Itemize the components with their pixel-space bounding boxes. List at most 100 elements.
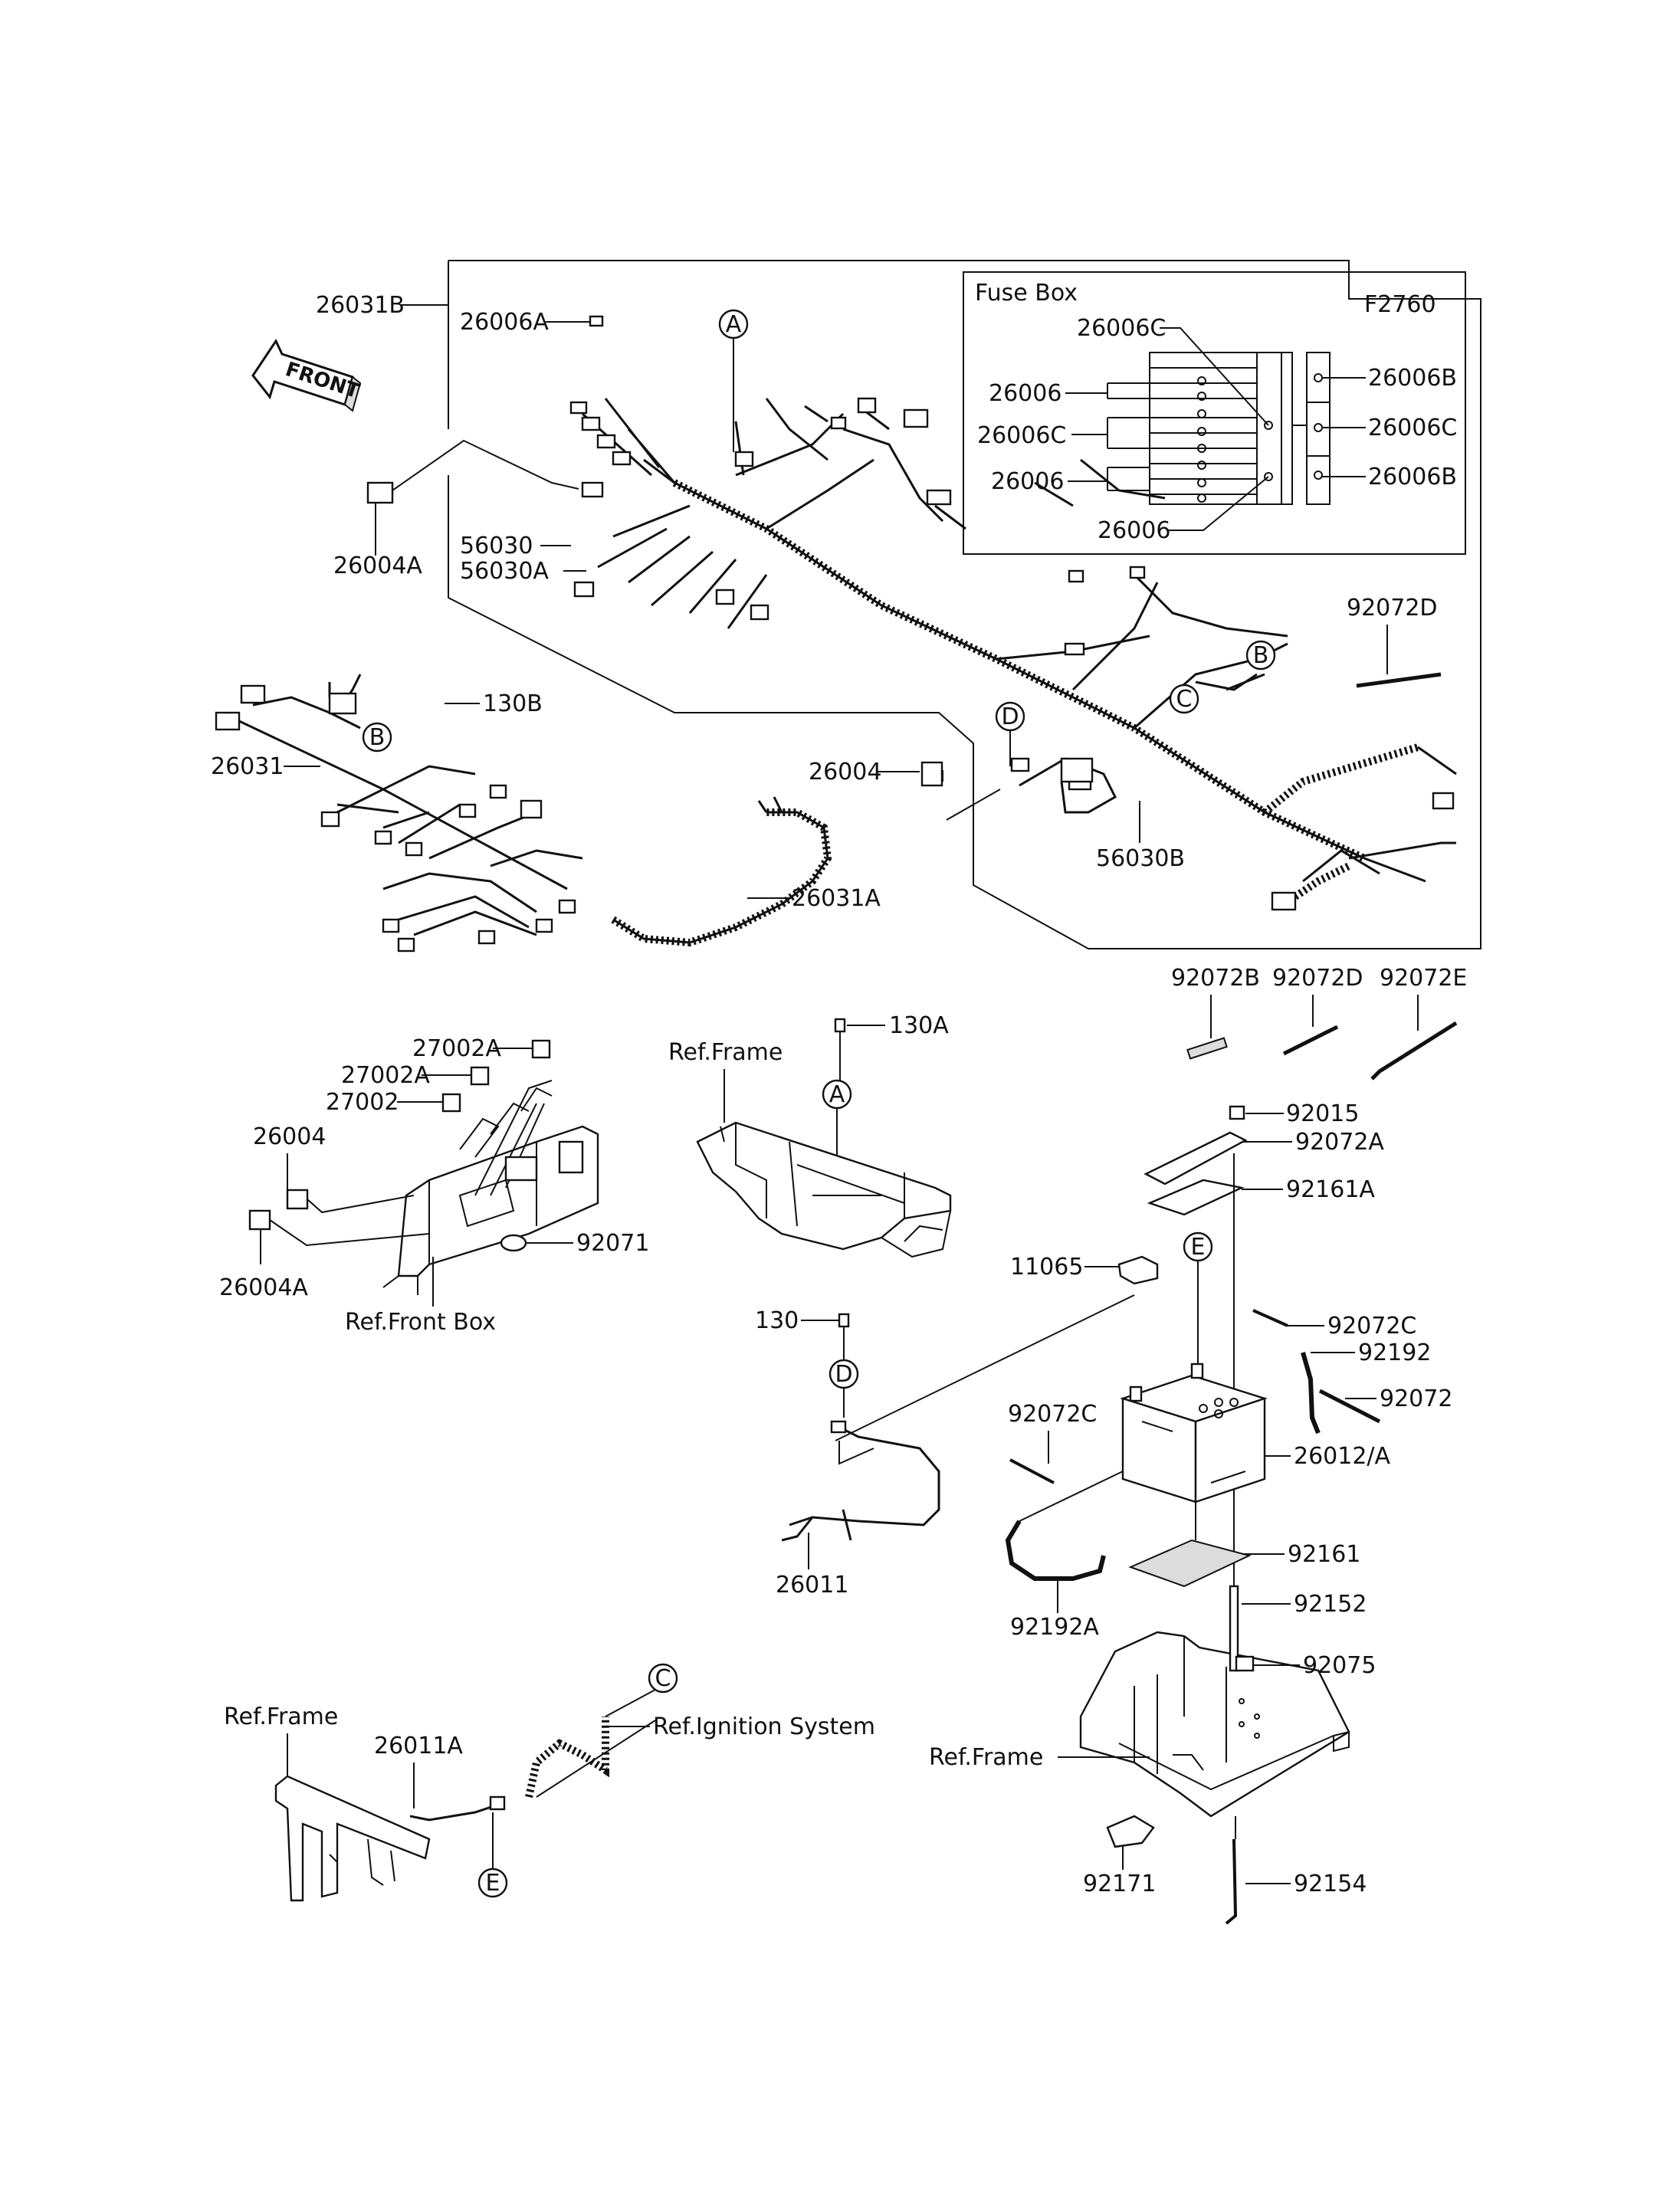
front-box — [382, 1080, 599, 1295]
part-92072A[interactable]: 92072A — [1295, 1129, 1384, 1156]
callout-E-ground: E — [486, 1870, 500, 1897]
vent-hose-92192A — [1005, 1520, 1106, 1581]
part-26031B[interactable]: 26031B — [316, 292, 405, 319]
part-26006C-fuse-mid[interactable]: 26006C — [977, 422, 1066, 449]
part-26006B-fuse-bottom[interactable]: 26006B — [1368, 464, 1457, 490]
part-130-battery[interactable]: 130 — [755, 1307, 799, 1334]
callout-A-top: A — [726, 311, 742, 338]
cable-tie-92072D-top — [1356, 672, 1442, 688]
battery-cable-26011 — [789, 1424, 940, 1526]
cable-tie-92072C-right — [1252, 1309, 1288, 1327]
part-92072-right[interactable]: 92072 — [1380, 1385, 1452, 1412]
callout-B-right: B — [1253, 642, 1269, 669]
part-26006A-top[interactable]: 26006A — [460, 309, 549, 336]
part-26012A[interactable]: 26012/A — [1294, 1443, 1391, 1470]
connector-26004-mid — [920, 761, 943, 787]
part-92161[interactable]: 92161 — [1288, 1541, 1360, 1568]
cable-tie-92072-right — [1318, 1389, 1381, 1424]
battery-hold-down-92072A — [1144, 1131, 1248, 1185]
bolt-92152 — [1229, 1585, 1239, 1672]
fuse-box-internals — [1107, 352, 1331, 505]
part-26031[interactable]: 26031 — [211, 753, 284, 780]
part-130A[interactable]: 130A — [889, 1012, 949, 1039]
part-56030[interactable]: 56030 — [460, 533, 533, 559]
part-26006-fuse-lower[interactable]: 26006 — [991, 468, 1064, 495]
callout-D-battery: D — [835, 1361, 852, 1388]
rod-92154 — [1225, 1838, 1238, 1925]
frame-section-bottom-left — [274, 1775, 431, 1902]
terminal-cover-11065 — [1117, 1255, 1159, 1285]
part-26031A[interactable]: 26031A — [792, 885, 881, 912]
battery-pad-92161 — [1128, 1539, 1252, 1588]
front-arrow: FRONT — [251, 338, 363, 412]
part-26004-front-box[interactable]: 26004 — [253, 1123, 326, 1150]
part-26011[interactable]: 26011 — [776, 1572, 848, 1599]
cable-tie-92072E — [1370, 1021, 1458, 1080]
vent-hose-92192 — [1301, 1352, 1321, 1435]
figure-code: F2760 — [1364, 291, 1436, 318]
clamp-92171 — [1106, 1815, 1155, 1848]
part-92192[interactable]: 92192 — [1358, 1340, 1431, 1366]
harness-26031A — [611, 808, 832, 947]
part-92171[interactable]: 92171 — [1083, 1871, 1156, 1897]
callout-E-battery: E — [1191, 1234, 1206, 1261]
part-92072C-right[interactable]: 92072C — [1327, 1313, 1416, 1340]
part-92075[interactable]: 92075 — [1303, 1652, 1376, 1679]
part-92152[interactable]: 92152 — [1294, 1591, 1367, 1618]
part-27002A-lower[interactable]: 27002A — [341, 1062, 430, 1089]
part-92072E[interactable]: 92072E — [1380, 965, 1467, 992]
callout-A-frame: A — [829, 1081, 845, 1108]
part-26006C-fuse-right[interactable]: 26006C — [1368, 415, 1457, 441]
cable-tie-92072C-left — [1009, 1458, 1055, 1484]
main-harness-boundary — [448, 260, 1481, 949]
part-27002A-upper[interactable]: 27002A — [412, 1035, 501, 1062]
grommet-92071 — [500, 1234, 527, 1252]
part-92072B[interactable]: 92072B — [1171, 965, 1260, 992]
callout-B-left: B — [369, 724, 386, 751]
part-92071[interactable]: 92071 — [576, 1230, 649, 1257]
part-92192A[interactable]: 92192A — [1010, 1614, 1099, 1641]
part-26006C-fuse-top[interactable]: 26006C — [1077, 315, 1166, 342]
ref-frame-battery: Ref.Frame — [929, 1744, 1043, 1771]
main-harness-26031B — [569, 397, 1457, 911]
part-27002[interactable]: 27002 — [326, 1089, 399, 1116]
part-92154[interactable]: 92154 — [1294, 1871, 1367, 1897]
part-26006-fuse-bottom[interactable]: 26006 — [1098, 517, 1170, 544]
part-56030A[interactable]: 56030A — [460, 558, 549, 585]
cable-tie-92072B — [1186, 1037, 1228, 1060]
part-56030B[interactable]: 56030B — [1096, 845, 1185, 872]
ref-front-box: Ref.Front Box — [345, 1309, 496, 1336]
callout-D-mid: D — [1001, 703, 1019, 730]
ref-frame-bottom-left: Ref.Frame — [224, 1703, 338, 1730]
callout-C-ground: C — [655, 1665, 671, 1692]
part-26006-fuse-upper[interactable]: 26006 — [989, 380, 1061, 407]
part-130B[interactable]: 130B — [483, 690, 543, 717]
ignition-cable — [525, 1717, 609, 1799]
part-26011A[interactable]: 26011A — [374, 1733, 463, 1759]
part-11065[interactable]: 11065 — [1010, 1254, 1083, 1280]
part-26006B-fuse-top[interactable]: 26006B — [1368, 365, 1457, 392]
sub-harness-26031 — [215, 674, 583, 953]
part-92015[interactable]: 92015 — [1286, 1100, 1359, 1127]
part-26004A-left[interactable]: 26004A — [333, 553, 422, 579]
pad-92161A — [1147, 1179, 1245, 1216]
part-92072D-top[interactable]: 92072D — [1347, 595, 1438, 621]
frame-section-top — [696, 1121, 952, 1258]
part-26004A-front-box[interactable]: 26004A — [219, 1274, 308, 1301]
ref-frame-top: Ref.Frame — [668, 1039, 783, 1066]
part-92161A[interactable]: 92161A — [1286, 1176, 1375, 1203]
connector-26004A-left — [366, 481, 394, 504]
part-92072C-left[interactable]: 92072C — [1008, 1401, 1097, 1428]
part-26004-mid[interactable]: 26004 — [809, 759, 881, 785]
battery-tray — [1079, 1631, 1350, 1818]
battery-26012A — [1120, 1362, 1268, 1503]
ref-ignition-system: Ref.Ignition System — [653, 1713, 875, 1740]
callout-C-right: C — [1176, 686, 1193, 713]
nut-92075 — [1235, 1655, 1255, 1672]
part-92072D-right[interactable]: 92072D — [1272, 965, 1363, 992]
ground-cable-26011A — [409, 1803, 499, 1822]
cable-tie-92072D-right — [1282, 1025, 1339, 1056]
fuse-box-title: Fuse Box — [975, 280, 1078, 307]
fuse-box-frame — [963, 271, 1466, 555]
